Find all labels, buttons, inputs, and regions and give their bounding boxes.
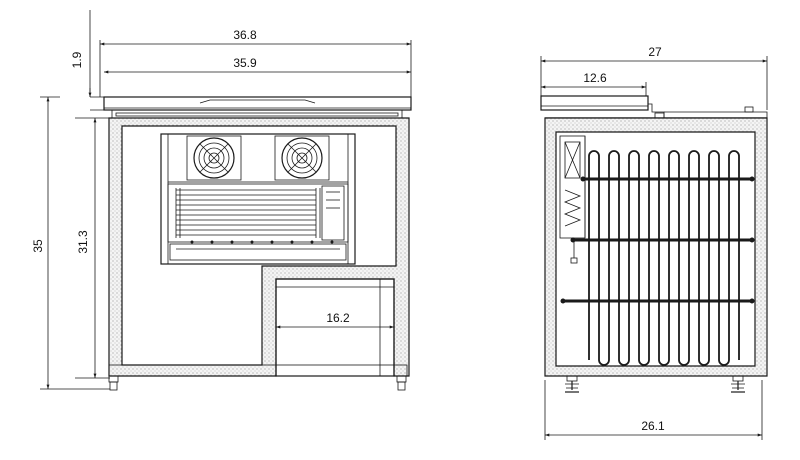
front-hinge-bump: [199, 99, 316, 104]
dim-lid-depth: 12.6: [583, 71, 607, 85]
front-cabinet-insulation: [108, 117, 410, 377]
front-leg: [396, 375, 407, 391]
dim-compartment-width: 16.2: [326, 311, 350, 325]
dim-overall-depth: 27: [648, 45, 662, 59]
fan-icon: [274, 135, 330, 181]
dim-body-height: 31.3: [76, 230, 90, 254]
side-lid: [540, 95, 649, 111]
side-leg: [731, 375, 745, 393]
dim-top-thickness: 1.9: [70, 51, 84, 68]
side-evaporator-coil: [588, 150, 740, 366]
dim-base-depth: 26.1: [641, 419, 665, 433]
side-compressor-block: [559, 135, 586, 264]
front-leg: [108, 375, 119, 391]
dim-overall-height: 35: [31, 239, 45, 253]
side-view: 27 12.6 26.1: [540, 45, 768, 440]
side-extension-lines: [540, 56, 768, 440]
front-view: 36.8 35.9 1.9 35 31.3 16.2: [31, 10, 412, 391]
front-open-compartment: [275, 278, 395, 377]
dim-overall-width: 36.8: [233, 28, 257, 42]
side-cabinet-insulation: [544, 117, 768, 377]
dim-top-width: 35.9: [233, 56, 257, 70]
side-shelf-bars: [560, 176, 755, 304]
front-condenser-coil: [175, 185, 345, 241]
front-condensing-unit: [160, 133, 356, 265]
side-leg: [565, 375, 579, 393]
fan-icon: [186, 135, 242, 181]
